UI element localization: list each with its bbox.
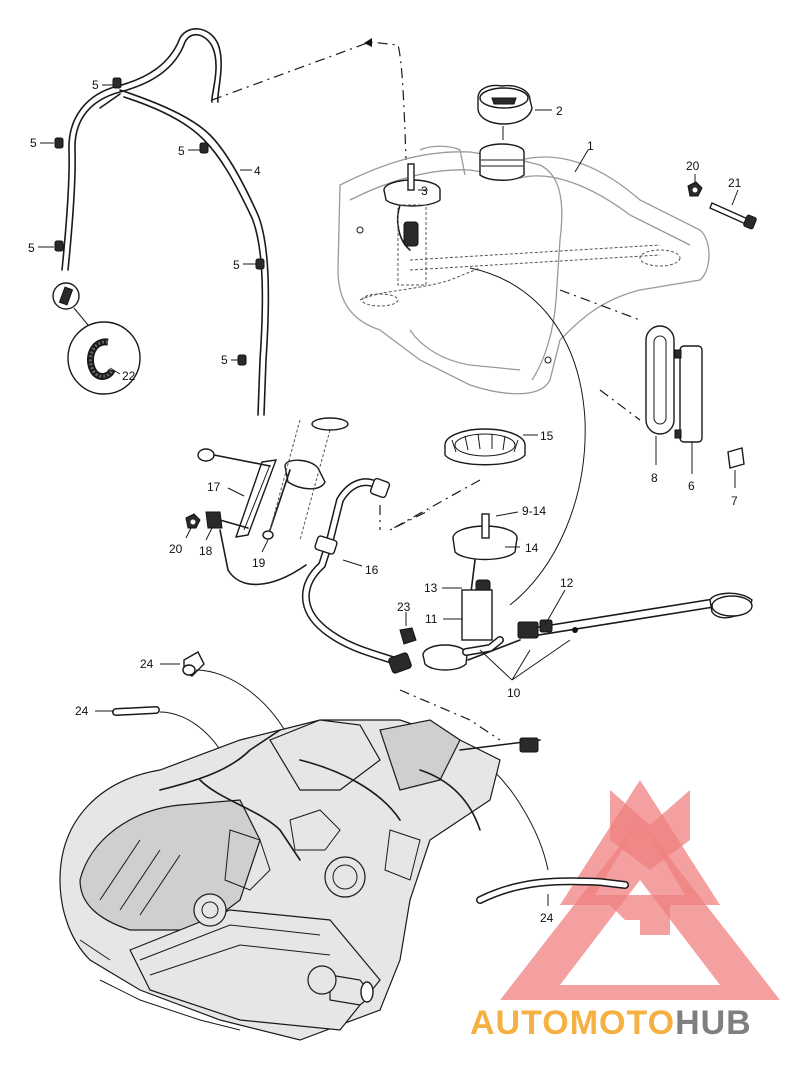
watermark-text-automoto: AUTOMOTO	[470, 1004, 675, 1042]
watermark-text: AUTOMOTOHUB	[470, 1004, 752, 1042]
callout-24-mid: 24	[75, 704, 89, 718]
callout-labels: 1 2 3 4 5 5 5 5 5 5 6 7 8 9-14 10 11 12	[28, 78, 742, 925]
callout-8: 8	[651, 471, 658, 485]
callout-6: 6	[688, 479, 695, 493]
callout-12: 12	[560, 576, 574, 590]
sticker-7	[727, 447, 745, 469]
callout-11: 11	[425, 612, 438, 626]
callout-10: 10	[507, 686, 521, 700]
assembly-route-line-pump	[379, 479, 481, 531]
leader-lines-10	[479, 639, 571, 681]
callout-5a: 5	[92, 78, 99, 92]
return-line	[469, 267, 586, 606]
callout-17: 17	[207, 480, 221, 494]
rubber-pad-6	[674, 345, 703, 443]
assembly-route-line	[211, 41, 407, 161]
callout-5c: 5	[178, 144, 185, 158]
callout-2: 2	[556, 104, 563, 118]
callout-23: 23	[397, 600, 411, 614]
callout-9-14: 9-14	[522, 504, 546, 518]
nut-20-lower	[185, 513, 201, 529]
callout-5d: 5	[28, 241, 35, 255]
mounting-pad-8	[645, 325, 675, 435]
watermark-text-hub: HUB	[675, 1004, 752, 1042]
callout-3: 3	[421, 184, 428, 198]
engine-assembly	[59, 719, 541, 1041]
fuel-pump-3	[383, 163, 441, 286]
clip-23	[399, 627, 417, 645]
callout-5f: 5	[221, 353, 228, 367]
callout-21: 21	[728, 176, 742, 190]
callout-7: 7	[731, 494, 738, 508]
detail-circle-22	[52, 282, 141, 395]
hose-24-top	[182, 651, 205, 677]
callout-5b: 5	[30, 136, 37, 150]
callout-20-lower: 20	[169, 542, 183, 556]
screw-19	[262, 530, 274, 540]
fuel-tank-1	[337, 143, 710, 395]
assembly-route-line-pads	[559, 289, 641, 421]
callout-4: 4	[254, 164, 261, 178]
callout-22: 22	[122, 369, 136, 383]
clip-18	[205, 511, 223, 529]
pump-assembly-9-14	[452, 513, 518, 641]
lock-ring-15	[444, 428, 526, 466]
bracket-17	[234, 459, 278, 538]
route-arrow-icon	[364, 38, 372, 47]
callout-24-top: 24	[140, 657, 154, 671]
watermark-logo	[500, 780, 780, 1000]
clip-18-arm	[219, 519, 249, 529]
callout-14: 14	[525, 541, 539, 555]
callout-24-bottom: 24	[540, 911, 554, 925]
bolt-assembly	[197, 417, 349, 541]
callout-19: 19	[252, 556, 266, 570]
hose-24-right	[476, 877, 629, 904]
callout-1: 1	[587, 139, 594, 153]
bolt-21	[709, 202, 757, 230]
assembly-route-line-engine	[399, 689, 501, 741]
hose-24-mid	[112, 706, 160, 716]
fuel-line-12	[517, 592, 753, 639]
callout-13: 13	[424, 581, 438, 595]
nut-20-upper	[687, 181, 703, 197]
callout-15: 15	[540, 429, 554, 443]
callout-20-upper: 20	[686, 159, 700, 173]
callout-18: 18	[199, 544, 213, 558]
hose-clip-5-set	[54, 77, 265, 366]
callout-16: 16	[365, 563, 379, 577]
fuel-cap-2	[477, 84, 533, 140]
breather-hose-4	[61, 28, 270, 416]
callout-5e: 5	[233, 258, 240, 272]
filter-base-10	[422, 636, 521, 671]
fuel-hose-16	[219, 477, 412, 674]
